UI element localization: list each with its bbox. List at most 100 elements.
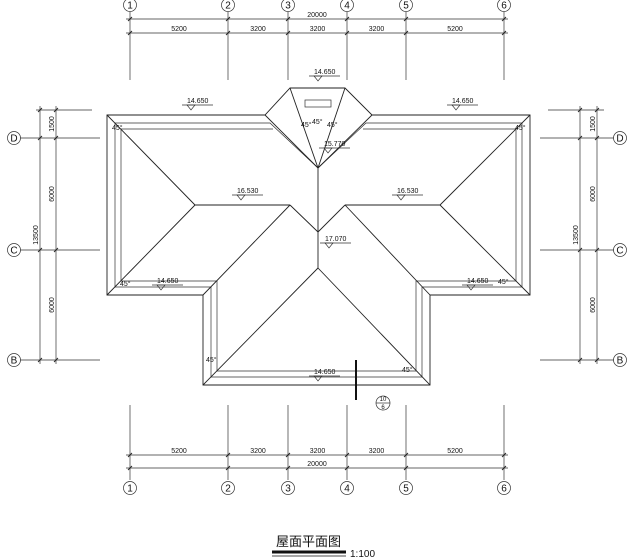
axis-bubble xyxy=(7,353,21,367)
roof-hip-ridge-line xyxy=(317,267,431,386)
dimension-tick xyxy=(403,16,409,22)
dimension-tick xyxy=(37,107,43,113)
angle-label: 45° xyxy=(206,356,217,364)
roof-hip-ridge-line xyxy=(439,114,531,206)
dimension-tick xyxy=(594,135,600,141)
axis-bubble xyxy=(613,353,627,367)
dimension-tick xyxy=(53,107,59,113)
elevation-label: 14.650 xyxy=(452,98,474,105)
angle-label: 45° xyxy=(312,118,323,126)
axis-label-col: 3 xyxy=(285,1,291,12)
dimension-tick xyxy=(594,247,600,253)
dimension-tick xyxy=(53,135,59,141)
dimension-tick xyxy=(501,452,507,458)
axis-bubble xyxy=(7,243,21,257)
dimension-tick xyxy=(577,357,583,363)
roof-parapet-line xyxy=(120,129,517,372)
axis-label-row: C xyxy=(616,246,623,257)
dimension-tick xyxy=(37,357,43,363)
dimension-tick xyxy=(37,135,43,141)
dimension-tick xyxy=(594,107,600,113)
dimension-text: 3200 xyxy=(369,448,385,455)
axis-bubble xyxy=(613,243,627,257)
axis-label-col: 1 xyxy=(127,484,133,495)
elevation-triangle-icon xyxy=(466,284,476,291)
elevation-triangle-icon xyxy=(324,242,334,249)
elevation-label: 14.650 xyxy=(467,278,489,285)
dimension-text: 3200 xyxy=(250,26,266,33)
dimension-tick xyxy=(285,16,291,22)
elevation-triangle-icon xyxy=(451,104,461,111)
elevation-label: 15.770 xyxy=(324,141,346,148)
angle-label: 45° xyxy=(515,124,526,132)
axis-label-row: D xyxy=(616,134,623,145)
axis-label-row: D xyxy=(10,134,17,145)
roof-hip-ridge-line xyxy=(317,204,346,233)
elevation-label: 14.650 xyxy=(157,278,179,285)
dimension-text: 6000 xyxy=(49,297,56,313)
elevation-triangle-icon xyxy=(323,147,333,154)
axis-bubble xyxy=(340,0,354,12)
axis-bubble xyxy=(399,481,413,495)
elevation-label: 14.650 xyxy=(187,98,209,105)
axis-label-col: 4 xyxy=(344,484,350,495)
angle-label: 45° xyxy=(402,366,413,374)
axis-label-row: C xyxy=(10,246,17,257)
dimension-text: 3200 xyxy=(250,448,266,455)
dimension-tick xyxy=(344,16,350,22)
angle-label: 45° xyxy=(120,280,131,288)
elevation-triangle-icon xyxy=(313,375,323,382)
dimension-text: 1500 xyxy=(590,116,597,132)
dimension-text: 6000 xyxy=(590,297,597,313)
axis-bubble xyxy=(281,0,295,12)
angle-label: 45° xyxy=(327,121,338,129)
axis-label-row: B xyxy=(617,356,624,367)
axis-bubble xyxy=(281,481,295,495)
elevation-triangle-icon xyxy=(396,194,406,201)
dormer-window xyxy=(304,99,332,108)
roof-hip-ridge-line xyxy=(106,114,196,206)
elevation-label: 16.530 xyxy=(397,188,419,195)
dimension-tick xyxy=(53,357,59,363)
dimension-tick xyxy=(344,465,350,471)
dimension-tick xyxy=(403,465,409,471)
dimension-total: 13500 xyxy=(33,225,40,245)
axis-bubble xyxy=(221,481,235,495)
elevation-label: 16.530 xyxy=(237,188,259,195)
axis-label-col: 4 xyxy=(344,1,350,12)
dimension-tick xyxy=(285,465,291,471)
dimension-text: 3200 xyxy=(310,26,326,33)
dimension-tick xyxy=(285,452,291,458)
roof-hip-ridge-line xyxy=(317,114,373,169)
dimension-text: 3200 xyxy=(310,448,326,455)
dimension-tick xyxy=(403,452,409,458)
axis-label-col: 1 xyxy=(127,1,133,12)
axis-label-col: 5 xyxy=(403,484,409,495)
roof-eave-outline xyxy=(106,87,531,386)
dimension-tick xyxy=(127,30,133,36)
axis-label-row: B xyxy=(11,356,18,367)
axis-bubble xyxy=(221,0,235,12)
dimension-tick xyxy=(127,465,133,471)
angle-label: 45° xyxy=(301,121,312,129)
dimension-tick xyxy=(403,30,409,36)
dimension-text: 5200 xyxy=(171,448,187,455)
dimension-total: 13500 xyxy=(573,225,580,245)
roof-gutter-line xyxy=(114,122,523,378)
elevation-label: 14.650 xyxy=(314,369,336,376)
dimension-tick xyxy=(225,16,231,22)
roof-hip-ridge-line xyxy=(264,114,319,169)
dimension-tick xyxy=(344,452,350,458)
axis-label-col: 2 xyxy=(225,484,231,495)
elevation-triangle-icon xyxy=(186,104,196,111)
axis-bubble xyxy=(399,0,413,12)
axis-label-col: 3 xyxy=(285,484,291,495)
elevation-label: 17.070 xyxy=(325,236,347,243)
roof-hip-ridge-line xyxy=(344,204,431,296)
dimension-tick xyxy=(285,30,291,36)
axis-label-col: 6 xyxy=(501,1,507,12)
dimension-tick xyxy=(501,465,507,471)
roof-hip-ridge-line xyxy=(106,204,196,296)
elevation-triangle-icon xyxy=(313,75,323,82)
